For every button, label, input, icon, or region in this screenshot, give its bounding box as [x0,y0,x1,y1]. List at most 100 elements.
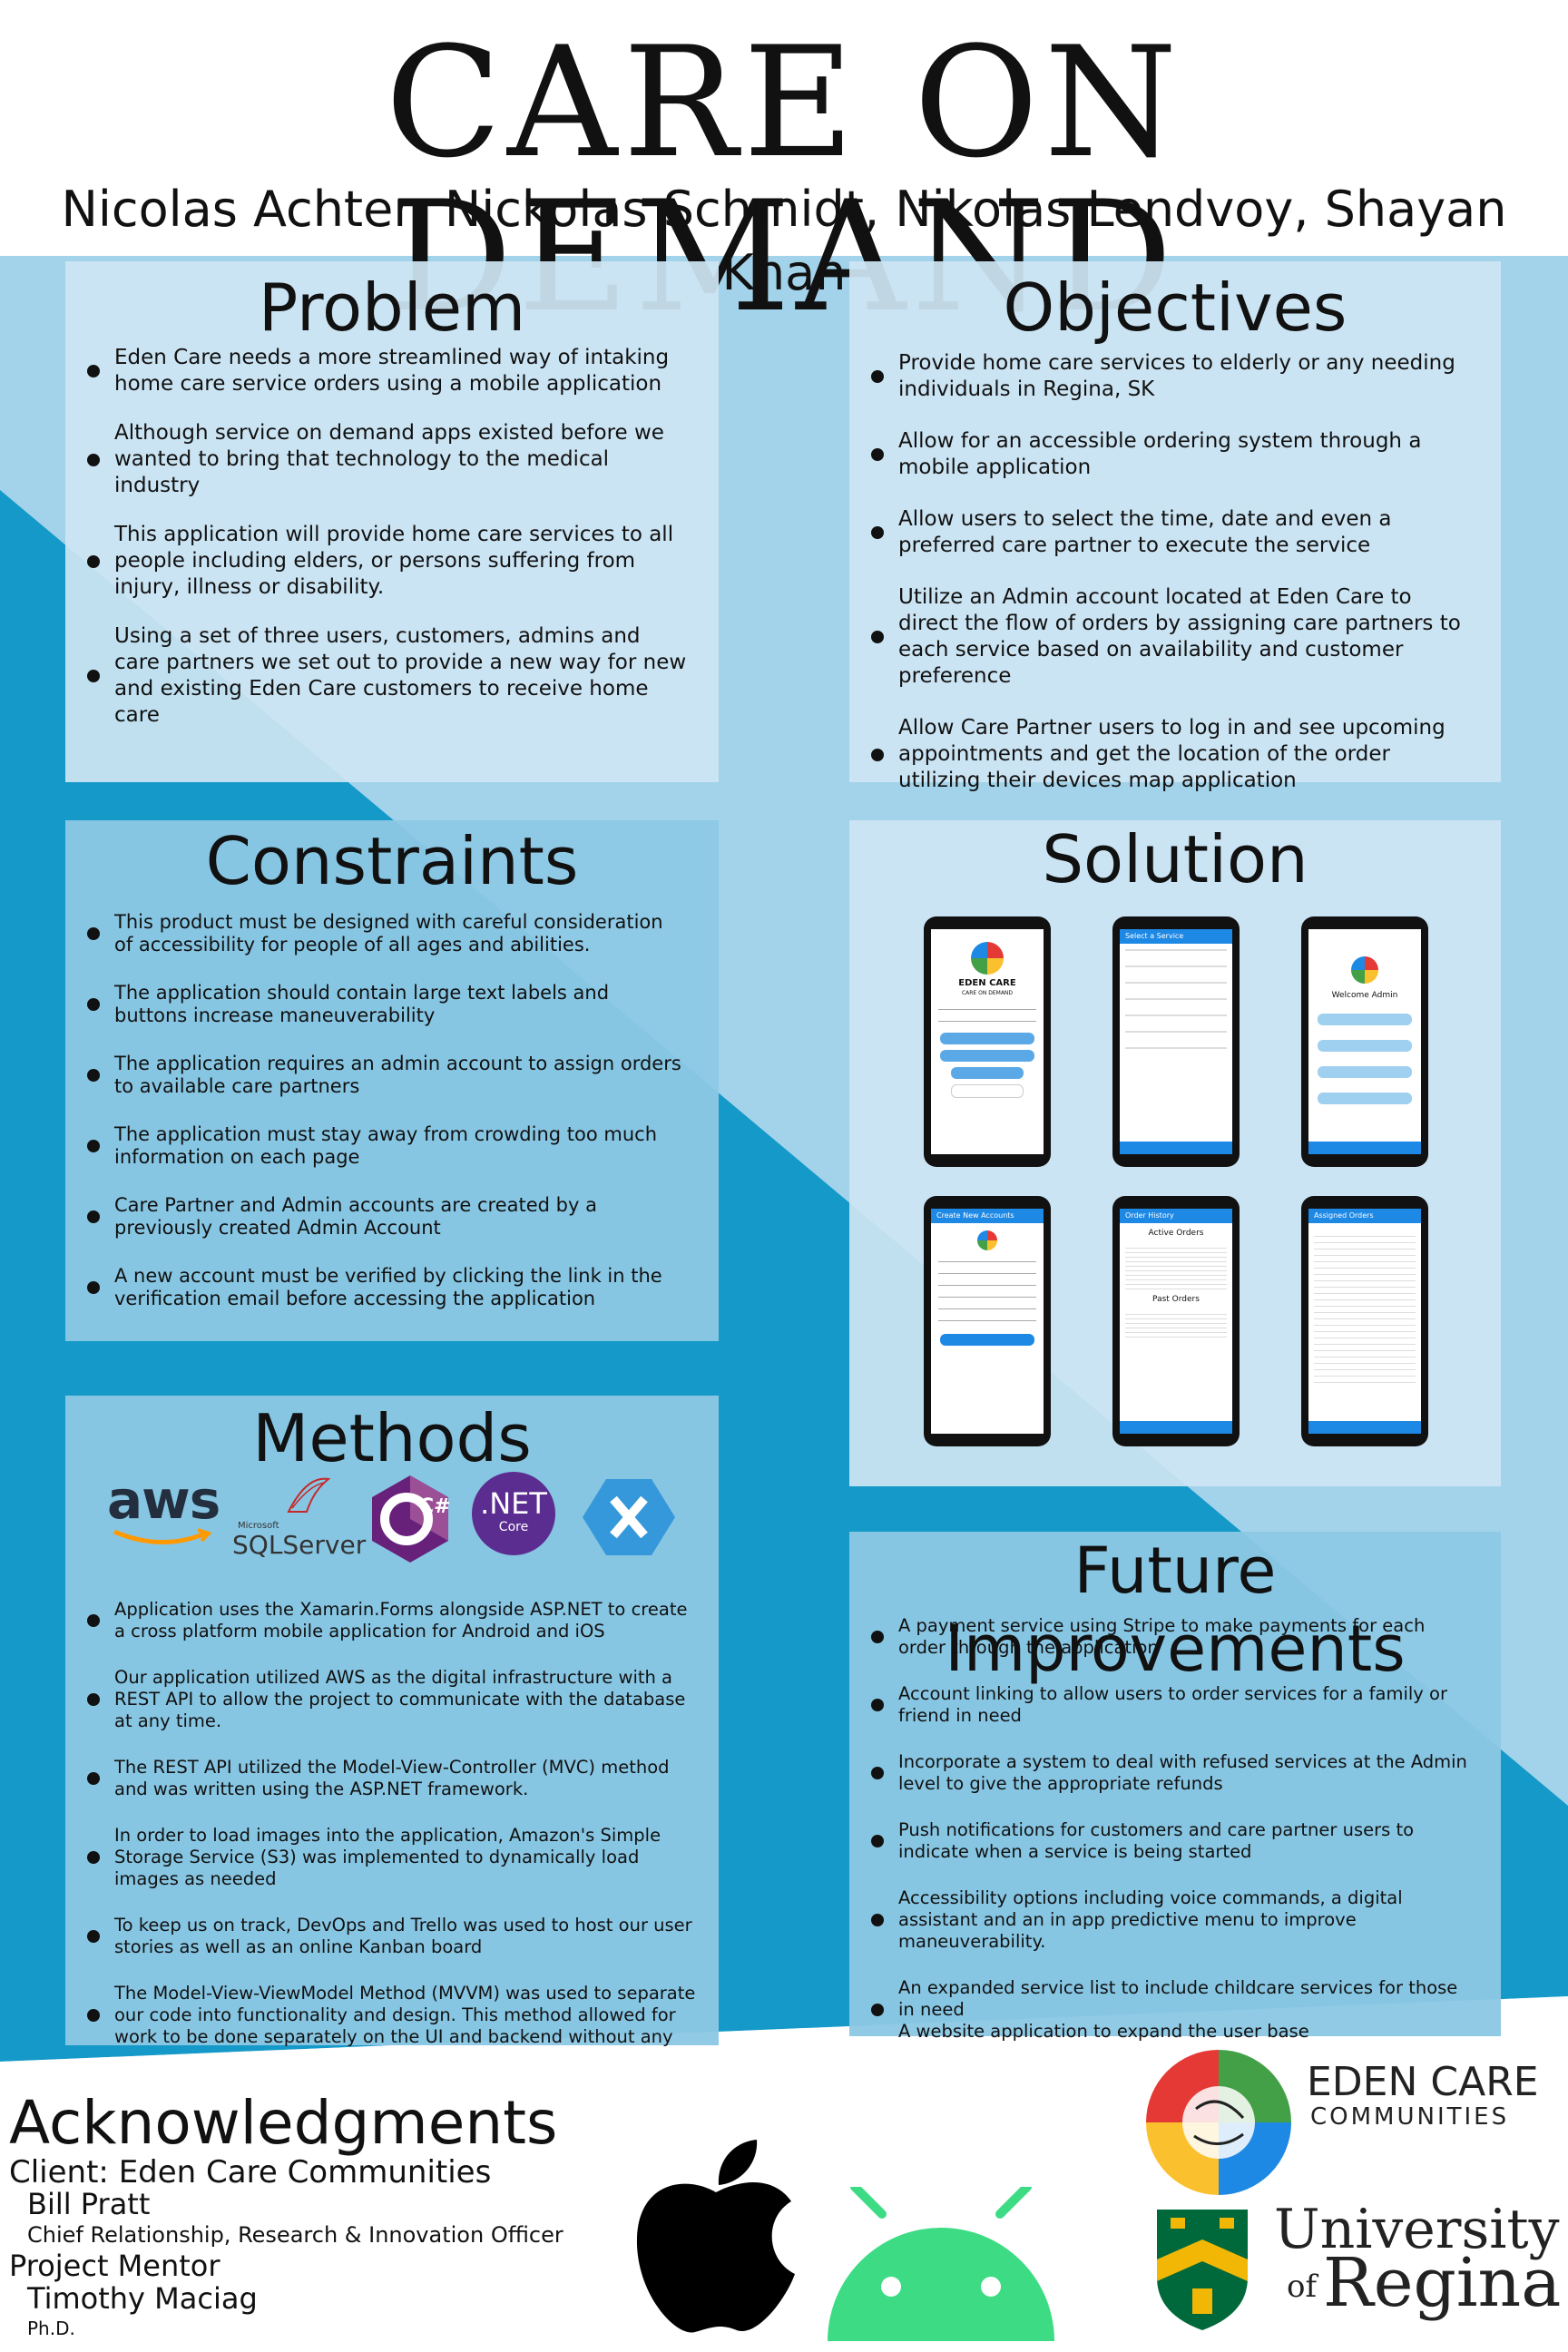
list-item: Account linking to allow users to order … [849,1683,1475,1727]
phone-order-history-screenshot: Order History Active Orders Past Orders [1112,1196,1240,1446]
list-item: Allow Care Partner users to log in and s… [849,715,1475,794]
university-name: University [1274,2198,1560,2261]
sql-server-icon [287,1477,331,1513]
list-item: An expanded service list to include chil… [849,1977,1475,2043]
csharp-logo: C# [367,1472,454,1563]
problem-panel: Problem Eden Care needs a more streamlin… [65,261,719,782]
sql-server-label: SQLServer [232,1530,367,1560]
active-orders-label: Active Orders [1148,1229,1204,1238]
list-item: Although service on demand apps existed … [65,420,691,499]
brand-line: EDEN CARE [958,978,1016,988]
list-item: The Model-View-ViewModel Method (MVVM) w… [65,1983,701,2048]
list-item: The application should contain large tex… [65,982,682,1027]
list-item: This product must be designed with caref… [65,911,682,956]
phone-assigned-orders-screenshot: Assigned Orders [1301,1196,1428,1446]
eden-care-communities-logo-icon [1146,2050,1291,2195]
methods-list: Application uses the Xamarin.Forms along… [65,1599,701,2073]
future-heading: Future Improvements [945,1534,1406,1686]
client-line: Client: Eden Care Communities [9,2154,492,2190]
csharp-label: C# [419,1495,451,1518]
mentor-name: Timothy Maciag [27,2281,258,2316]
dotnet-sub-label: Core [498,1520,529,1534]
acknowledgments-heading: Acknowledgments [9,2088,558,2158]
mentor-degree: Ph.D. [27,2318,75,2339]
screen-title: Select a Service [1120,929,1232,944]
phone-screen: Assigned Orders [1308,1209,1421,1434]
mentor-label: Project Mentor [9,2249,220,2283]
screen-title: Create New Accounts [931,1209,1044,1223]
list-item: The application must stay away from crow… [65,1123,682,1169]
client-person: Bill Pratt [27,2187,151,2221]
list-item: The REST API utilized the Model-View-Con… [65,1757,701,1800]
list-item: Care Partner and Admin accounts are crea… [65,1194,682,1240]
xamarin-logo [579,1472,679,1563]
eden-care-logo [977,1230,997,1250]
phone-screen: EDEN CARE CARE ON DEMAND [931,929,1044,1154]
solution-panel: Solution EDEN CARE CARE ON DEMAND Select… [849,820,1501,1486]
welcome-text: Welcome Admin [1331,991,1398,1000]
phone-create-account-screenshot: Create New Accounts [924,1196,1051,1446]
phone-screen: Select a Service [1120,929,1232,1154]
phone-login-screenshot: EDEN CARE CARE ON DEMAND [924,916,1051,1167]
university-of-regina-crest-icon [1157,2210,1248,2330]
list-item: Accessibility options including voice co… [849,1887,1475,1953]
screen-title: Assigned Orders [1308,1209,1421,1223]
phone-admin-screenshot: Welcome Admin [1301,916,1428,1167]
objectives-heading: Objectives [1003,270,1348,346]
university-regina: Regina [1323,2244,1562,2322]
solution-heading: Solution [1042,821,1308,897]
future-list: A payment service using Stripe to make p… [849,1615,1475,2067]
list-item: A payment service using Stripe to make p… [849,1615,1475,1659]
sql-server-logo: Microsoft SQLServer [232,1472,367,1563]
list-item: Allow users to select the time, date and… [849,506,1475,559]
problem-list: Eden Care needs a more streamlined way o… [65,345,691,751]
list-item: The application requires an admin accoun… [65,1053,682,1098]
constraints-panel: Constraints This product must be designe… [65,820,719,1341]
aws-smile-icon [113,1528,212,1545]
list-item: In order to load images into the applica… [65,1825,701,1890]
xamarin-icon [583,1479,675,1555]
client-role: Chief Relationship, Research & Innovatio… [27,2222,564,2248]
apple-logo-icon [636,2140,795,2333]
phone-service-list-screenshot: Select a Service [1112,916,1240,1167]
objectives-panel: Objectives Provide home care services to… [849,261,1501,792]
list-item: Application uses the Xamarin.Forms along… [65,1599,701,1642]
objectives-list: Provide home care services to elderly or… [849,350,1475,817]
constraints-list: This product must be designed with caref… [65,911,682,1336]
phone-screen: Welcome Admin [1308,929,1421,1154]
csharp-hexagon-icon [372,1475,448,1563]
list-item: Eden Care needs a more streamlined way o… [65,345,691,397]
author-list: Nicolas Achter, Nickolas Schmidt, Nikola… [61,181,1507,301]
sql-microsoft-label: Microsoft [238,1521,279,1531]
dotnet-badge: .NET Core [472,1472,555,1555]
phone-screen: Create New Accounts [931,1209,1044,1434]
future-improvements-panel: Future Improvements A payment service us… [849,1532,1501,2042]
constraints-heading: Constraints [205,823,579,899]
aws-logo: aws [107,1469,220,1563]
brand-subline: CARE ON DEMAND [961,990,1014,996]
methods-heading: Methods [252,1400,532,1476]
android-logo-icon [828,2187,1054,2341]
eden-care-name: EDEN CARE [1307,2059,1539,2105]
eden-care-logo [1351,956,1378,984]
list-item: Our application utilized AWS as the digi… [65,1667,701,1732]
dotnet-label: .NET [480,1486,547,1521]
eden-care-logo [971,942,1004,975]
list-item: Incorporate a system to deal with refuse… [849,1751,1475,1795]
list-item: Utilize an Admin account located at Eden… [849,584,1475,690]
list-item: Allow for an accessible ordering system … [849,428,1475,481]
university-of: of [1287,2269,1318,2305]
past-orders-label: Past Orders [1152,1295,1200,1304]
list-item: This application will provide home care … [65,522,691,601]
aws-wordmark: aws [107,1469,220,1531]
phone-screen: Order History Active Orders Past Orders [1120,1209,1232,1434]
dotnet-core-logo: .NET Core [472,1472,563,1563]
list-item: Using a set of three users, customers, a… [65,623,691,729]
problem-heading: Problem [258,270,526,346]
eden-care-subname: COMMUNITIES [1310,2103,1510,2131]
list-item: To keep us on track, DevOps and Trello w… [65,1915,701,1958]
screen-title: Order History [1120,1209,1232,1223]
list-item: Provide home care services to elderly or… [849,350,1475,403]
list-item: Push notifications for customers and car… [849,1819,1475,1863]
list-item: A new account must be verified by clicki… [65,1265,682,1310]
